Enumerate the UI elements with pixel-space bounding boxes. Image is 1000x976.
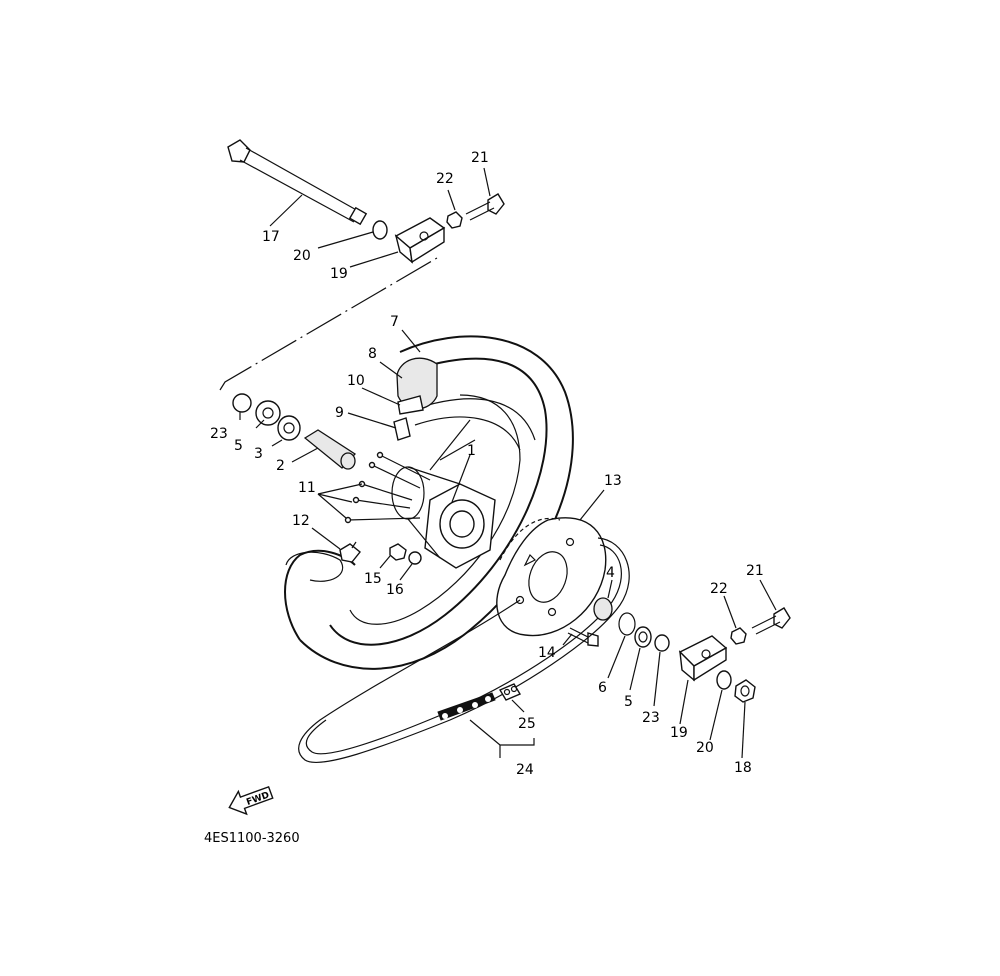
chain-links-part xyxy=(437,692,496,721)
leader-lines xyxy=(239,167,777,759)
callout-21-right: 21 xyxy=(746,563,764,579)
callout-9: 9 xyxy=(335,405,344,421)
callout-17: 17 xyxy=(262,229,280,245)
fwd-label: FWD xyxy=(245,790,271,807)
callout-22-right: 22 xyxy=(710,581,728,597)
callout-1: 1 xyxy=(467,443,476,459)
callout-20-right: 20 xyxy=(696,740,714,756)
callout-21: 21 xyxy=(471,150,489,166)
callout-12: 12 xyxy=(292,513,310,529)
hub-part xyxy=(391,466,496,569)
callout-18: 18 xyxy=(734,760,752,776)
callout-16: 16 xyxy=(386,582,404,598)
callout-5-right: 5 xyxy=(624,694,633,710)
axle-nut-part xyxy=(734,679,756,703)
washer-part xyxy=(372,220,388,240)
fwd-arrow-icon: FWD xyxy=(228,785,274,816)
chain-adjuster-part-right xyxy=(678,635,728,682)
callout-labels: 21 22 17 20 19 7 8 10 9 23 5 3 2 1 11 13… xyxy=(210,150,764,778)
callout-4: 4 xyxy=(606,565,615,581)
callout-10: 10 xyxy=(347,373,365,389)
circlip-part xyxy=(618,612,636,636)
collar-part xyxy=(232,393,252,413)
sprocket-nut-part xyxy=(389,543,407,561)
rim-lock-nut-part xyxy=(339,541,361,563)
axle-part xyxy=(227,139,368,226)
callout-19: 19 xyxy=(330,266,348,282)
spacer-part xyxy=(303,429,357,470)
sprocket-part xyxy=(496,517,607,637)
hub-bearing-part xyxy=(593,597,613,621)
callout-2: 2 xyxy=(276,458,285,474)
sprocket-bolt-part xyxy=(567,627,599,647)
callout-14: 14 xyxy=(538,645,556,661)
chain-joint-part xyxy=(498,683,522,701)
callout-25: 25 xyxy=(518,716,536,732)
adjust-bolt-part-right xyxy=(751,607,791,635)
adjust-nut-part-right xyxy=(730,627,747,645)
adjust-nut-part xyxy=(446,211,463,229)
callout-13: 13 xyxy=(604,473,622,489)
callout-20: 20 xyxy=(293,248,311,264)
spokes-part xyxy=(344,419,476,524)
callout-6: 6 xyxy=(598,680,607,696)
callout-7: 7 xyxy=(390,314,399,330)
bearing-part xyxy=(255,400,281,426)
adjust-bolt-part xyxy=(465,193,505,221)
callout-8: 8 xyxy=(368,346,377,362)
rim-band-part xyxy=(397,395,424,415)
callout-19-right: 19 xyxy=(670,725,688,741)
callout-3: 3 xyxy=(254,446,263,462)
callout-24: 24 xyxy=(516,762,534,778)
diagram-code: 4ES1100-3260 xyxy=(204,831,300,846)
callout-23-right: 23 xyxy=(642,710,660,726)
callout-22: 22 xyxy=(436,171,454,187)
callout-23: 23 xyxy=(210,426,228,442)
rim-lock-part xyxy=(393,417,411,441)
washer-part-right xyxy=(716,670,732,690)
bearing-part-2 xyxy=(277,415,301,441)
callout-15: 15 xyxy=(364,571,382,587)
chain-adjuster-part xyxy=(394,217,446,264)
callout-5: 5 xyxy=(234,438,243,454)
oil-seal-part xyxy=(634,626,652,648)
lock-washer-part xyxy=(408,551,422,565)
callout-11: 11 xyxy=(298,480,316,496)
collar-part-right xyxy=(654,634,670,652)
